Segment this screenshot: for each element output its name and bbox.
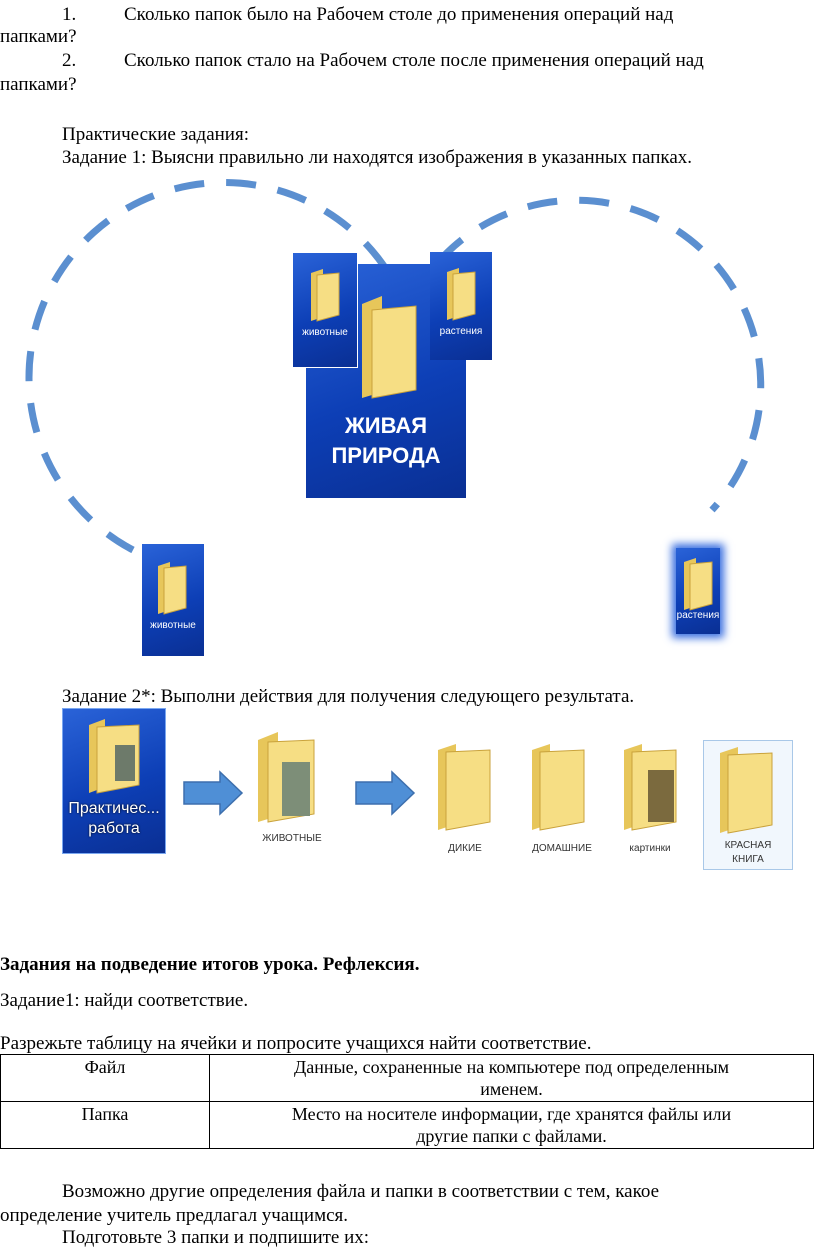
animals-folder-icon[interactable] — [254, 728, 318, 824]
note-line-1: Возможно другие определения файла и папк… — [62, 1181, 659, 1202]
cut-instruction: Разрежьте таблицу на ячейки и попросите … — [0, 1033, 592, 1054]
animals-folder-label: животные — [302, 327, 348, 338]
domestic-folder-caption: ДОМАШНИЕ — [532, 843, 592, 854]
note-line-2: определение учитель предлагал учащимся. — [0, 1205, 349, 1226]
table-cell-definition: Место на носителе информации, где хранят… — [209, 1101, 814, 1149]
summary-heading: Задания на подведение итогов урока. Рефл… — [0, 954, 420, 975]
big-folder-label-2: ПРИРОДА — [331, 443, 441, 468]
question-1-line2: папками? — [0, 26, 77, 47]
question-2-line1: Сколько папок стало на Рабочем столе пос… — [124, 50, 704, 71]
question-1-line1: Сколько папок было на Рабочем столе до п… — [124, 4, 674, 25]
plants-bottom-label: растения — [676, 610, 720, 621]
animals-bottom-tile[interactable]: животные — [142, 544, 204, 656]
animals-folder-caption: ЖИВОТНЫЕ — [262, 833, 322, 844]
big-folder-label-1: ЖИВАЯ — [344, 413, 428, 438]
plants-bottom-tile[interactable]: растения — [676, 548, 720, 634]
folder-icon — [89, 719, 140, 794]
task-match-text: Задание1: найди соответствие. — [0, 990, 249, 1011]
wild-folder-caption: ДИКИЕ — [448, 843, 482, 854]
table-cell-term: Файл — [0, 1054, 210, 1102]
folder-icon — [684, 558, 713, 611]
table-row: Файл Данные, сохраненные на компьютере п… — [0, 1054, 814, 1102]
definition-line: другие папки с файлами. — [416, 1126, 607, 1146]
folder-icon — [311, 269, 340, 322]
folder-icon — [362, 296, 417, 399]
task1-text: Задание 1: Выясни правильно ли находятся… — [62, 147, 693, 168]
question-2-number: 2. — [62, 50, 77, 71]
folder-icon — [158, 562, 187, 615]
folder-icon — [447, 268, 476, 321]
plants-folder-tile[interactable]: растения — [430, 252, 492, 360]
arrow-right-icon — [355, 770, 416, 816]
question-2-line2: папками? — [0, 74, 77, 95]
practical-work-tile[interactable]: Практичес... работа — [62, 708, 166, 854]
definition-line: Данные, сохраненные на компьютере под оп… — [293, 1057, 730, 1077]
pictures-folder-caption: картинки — [629, 843, 671, 854]
match-table: Файл Данные, сохраненные на компьютере п… — [0, 1054, 814, 1149]
plants-folder-label: растения — [439, 326, 483, 337]
red-book-caption-2: КНИГА — [732, 854, 764, 865]
table-row: Папка Место на носителе информации, где … — [0, 1101, 814, 1149]
wild-folder-icon[interactable] — [434, 740, 494, 832]
table-cell-term: Папка — [0, 1101, 210, 1149]
task1-dashed-circles — [25, 179, 765, 554]
arrow-right-icon — [183, 770, 244, 816]
red-book-caption-1: КРАСНАЯ — [724, 840, 772, 851]
left-dashed-arc — [25, 179, 409, 554]
definition-line: именем. — [480, 1079, 543, 1099]
practical-work-label-2: работа — [88, 820, 140, 837]
right-dashed-arc — [437, 196, 765, 513]
prepare-text: Подготовьте 3 папки и подпишите их: — [62, 1227, 370, 1248]
question-1-number: 1. — [62, 4, 77, 25]
animals-folder-tile[interactable]: животные — [292, 252, 358, 368]
pictures-folder-icon[interactable] — [620, 740, 680, 832]
practical-heading: Практические задания: — [62, 124, 249, 145]
table-cell-definition: Данные, сохраненные на компьютере под оп… — [209, 1054, 814, 1102]
domestic-folder-icon[interactable] — [528, 740, 588, 832]
definition-line: Место на носителе информации, где хранят… — [291, 1104, 732, 1124]
red-book-folder-selected[interactable]: КРАСНАЯ КНИГА — [703, 740, 793, 870]
task2-text: Задание 2*: Выполни действия для получен… — [62, 686, 635, 707]
practical-work-label-1: Практичес... — [68, 800, 160, 817]
red-book-folder-icon — [720, 747, 773, 834]
animals-bottom-label: животные — [150, 620, 196, 631]
